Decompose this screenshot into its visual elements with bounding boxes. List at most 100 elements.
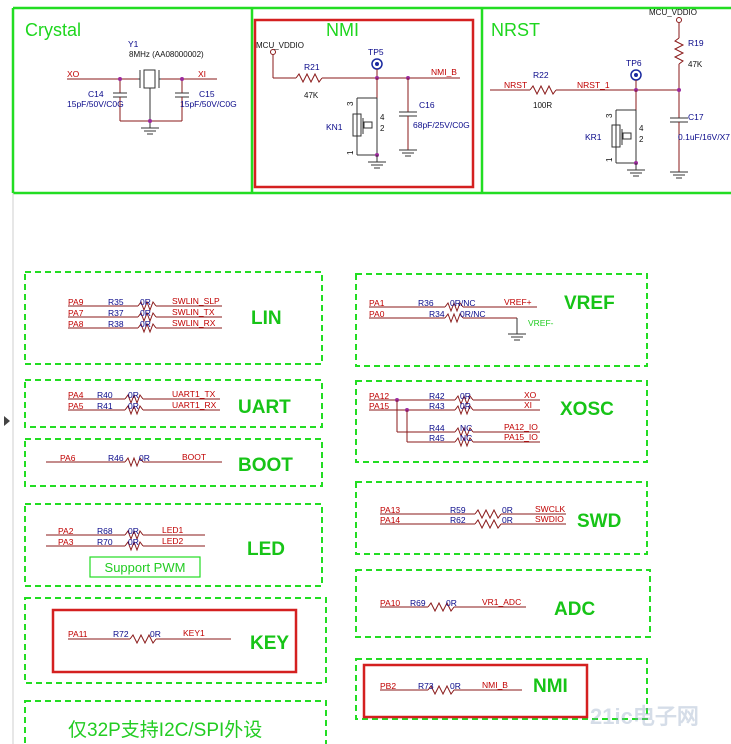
key-val: 0R: [150, 629, 161, 639]
xosc-pin: PA15: [369, 401, 389, 411]
xosc-row-2: R44 NC PA12_IO: [397, 422, 540, 438]
kn1-pin3: 3: [346, 101, 355, 106]
nmi-circuit: MCU_VDDIO R21 47K TP5 NMI_B C16 68pF/25V…: [253, 18, 475, 189]
adc-block: ADC PA10 R69 0R VR1_ADC: [355, 569, 651, 638]
nmi-pin-highlight: [362, 663, 589, 719]
swd-title: SWD: [577, 511, 621, 532]
adc-title: ADC: [554, 599, 595, 620]
c17-value: 0.1uF/16V/X7: [678, 132, 730, 142]
led-row-1: PA3 R70 0R LED2: [46, 536, 205, 552]
lin-pin: PA8: [68, 319, 84, 329]
vref-pin: PA1: [369, 298, 385, 308]
kn1-pin4: 4: [380, 113, 385, 122]
vref-row-1: PA0 R34 0R/NC: [369, 309, 517, 324]
xosc-net: PA12_IO: [504, 422, 538, 432]
boot-title: BOOT: [238, 455, 293, 476]
vref-row-0: PA1 R36 0R/NC VREF+: [369, 297, 537, 313]
vref-ref: R34: [429, 309, 445, 319]
swd-block: SWD PA13 R59 0R SWCLK PA14 R62 0R SWDIO: [355, 481, 648, 555]
vref-net: VREF+: [504, 297, 532, 307]
lin-row-0: PA9 R35 0R SWLIN_SLP: [68, 296, 222, 312]
adc-row-0: PA10 R69 0R VR1_ADC: [380, 597, 526, 613]
lin-row-1: PA7 R37 0R SWLIN_TX: [68, 307, 222, 323]
uart-row-0: PA4 R40 0R UART1_TX: [68, 389, 220, 405]
adc-pin: PA10: [380, 598, 400, 608]
xosc-ref: R45: [429, 433, 445, 443]
r21-value: 47K: [304, 91, 319, 100]
key-highlight: [51, 608, 298, 674]
boot-net: BOOT: [182, 452, 206, 462]
lin-ref: R38: [108, 319, 124, 329]
r19-ref: R19: [688, 38, 704, 48]
uart-ref: R41: [97, 401, 113, 411]
adc-val: 0R: [446, 598, 457, 608]
crystal-section-title: Crystal: [25, 20, 81, 40]
nmi-pin-ref: R73: [418, 681, 434, 691]
swd-ref: R59: [450, 505, 466, 515]
nmi-pin-row-0: PB2 R73 0R NMI_B: [380, 680, 522, 696]
lin-pin: PA9: [68, 297, 84, 307]
xosc-net: XO: [524, 390, 537, 400]
key-row-0: PA11 R72 0R KEY1: [68, 628, 231, 645]
lin-val: 0R: [140, 308, 151, 318]
uart-block: UART PA4 R40 0R UART1_TX PA5 R41 0R UART…: [24, 379, 323, 428]
kr1-pin3: 3: [605, 113, 614, 118]
vref-title: VREF: [564, 293, 615, 314]
uart-title: UART: [238, 397, 291, 418]
swd-val: 0R: [502, 505, 513, 515]
led-val: 0R: [128, 537, 139, 547]
c14-value: 15pF/50V/C0G: [67, 99, 124, 109]
xosc-ref: R44: [429, 423, 445, 433]
led-val: 0R: [128, 526, 139, 536]
swd-row-0: PA13 R59 0R SWCLK: [380, 504, 566, 520]
lin-title: LIN: [251, 308, 282, 329]
crystal-circuit: Y1 8MHz (AA08000002) XO XI C14 15pF/50V/: [67, 39, 237, 135]
lin-row-2: PA8 R38 0R SWLIN_RX: [68, 318, 222, 334]
key-ref: R72: [113, 629, 129, 639]
xosc-net: XI: [524, 400, 532, 410]
c16-value: 68pF/25V/C0G: [413, 120, 470, 130]
boot-row-0: PA6 R46 0R BOOT: [46, 452, 222, 468]
lin-val: 0R: [140, 297, 151, 307]
y1-ref: Y1: [128, 39, 139, 49]
vref-val: 0R/NC: [450, 298, 476, 308]
boot-ref: R46: [108, 453, 124, 463]
xosc-pin: PA12: [369, 391, 389, 401]
bottom-note-block: 仅32P支持I2C/SPI外设: [24, 700, 327, 744]
swd-pin: PA13: [380, 505, 400, 515]
nrst-vdd-label: MCU_VDDIO: [649, 8, 697, 17]
c15-ref: C15: [199, 89, 215, 99]
kr1-pin4: 4: [639, 124, 644, 133]
lin-net: SWLIN_RX: [172, 318, 216, 328]
bottom-note: 仅32P支持I2C/SPI外设: [68, 719, 262, 741]
xosc-ref: R42: [429, 391, 445, 401]
kr1-label: KR1: [585, 132, 602, 142]
adc-net: VR1_ADC: [482, 597, 521, 607]
lin-net: SWLIN_SLP: [172, 296, 220, 306]
nmi-vdd-label: MCU_VDDIO: [256, 41, 304, 50]
xo-label: XO: [67, 69, 80, 79]
uart-net: UART1_RX: [172, 400, 217, 410]
nmi-pin-pin: PB2: [380, 681, 396, 691]
led-pin: PA3: [58, 537, 74, 547]
boot-block: BOOT PA6 R46 0R BOOT: [24, 438, 323, 487]
tp6-label: TP6: [626, 58, 642, 68]
key-title: KEY: [250, 633, 289, 654]
xosc-net: PA15_IO: [504, 432, 538, 442]
xosc-block: XOSC PA12 R42 0R XO PA15 R43 0R XI: [355, 380, 648, 463]
lin-block: LIN PA9 R35 0R SWLIN_SLP PA7 R37 0R SWLI…: [24, 271, 323, 365]
nmi-pin-val: 0R: [450, 681, 461, 691]
led-ref: R68: [97, 526, 113, 536]
c14-ref: C14: [88, 89, 104, 99]
kn1-label: KN1: [326, 122, 343, 132]
watermark: 21ic电子网: [590, 704, 699, 729]
top-frames: [11, 6, 731, 744]
left-expander-arrow-icon[interactable]: [4, 416, 10, 426]
xosc-row-0: PA12 R42 0R XO: [369, 390, 540, 406]
swd-net: SWCLK: [535, 504, 566, 514]
xi-label: XI: [198, 69, 206, 79]
watermark-text: 21ic电子网: [590, 704, 699, 729]
boot-val: 0R: [139, 453, 150, 463]
led-block: LED PA2 R68 0R LED1 PA3 R70 0R LED2 Supp…: [24, 503, 323, 587]
